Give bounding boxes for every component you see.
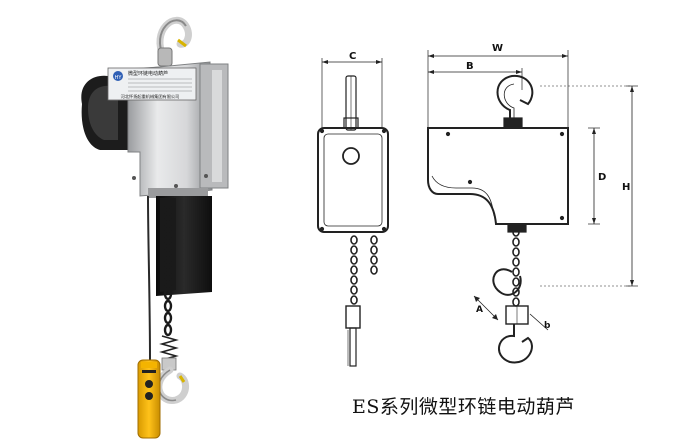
hoist-photo: HY 微型环链电动葫芦 河北怀扬起重机械集团有限公司: [81, 16, 229, 439]
dim-label-w: W: [492, 43, 503, 54]
brand-mark: HY: [115, 75, 123, 81]
load-chain: [163, 203, 173, 337]
nameplate-company: 河北怀扬起重机械集团有限公司: [121, 93, 180, 100]
dim-label-b: B: [466, 61, 474, 72]
dim-label-c: C: [349, 51, 356, 62]
nameplate: HY 微型环链电动葫芦 河北怀扬起重机械集团有限公司: [107, 67, 197, 101]
control-cable: [147, 195, 151, 361]
figure-caption: ES系列微型环链电动葫芦: [352, 396, 575, 418]
front-view-drawing: [317, 58, 389, 367]
dim-label-h: H: [622, 182, 630, 193]
top-hook: [156, 16, 192, 67]
bottom-hook: [155, 357, 189, 404]
side-view-drawing: [427, 50, 638, 364]
hook-spring: [159, 335, 179, 361]
pendant-control: [137, 359, 161, 439]
nameplate-title: 微型环链电动葫芦: [128, 70, 168, 77]
dim-label-a: A: [476, 305, 483, 315]
dim-label-b-small: b: [544, 321, 551, 331]
dim-label-d: D: [598, 172, 606, 183]
